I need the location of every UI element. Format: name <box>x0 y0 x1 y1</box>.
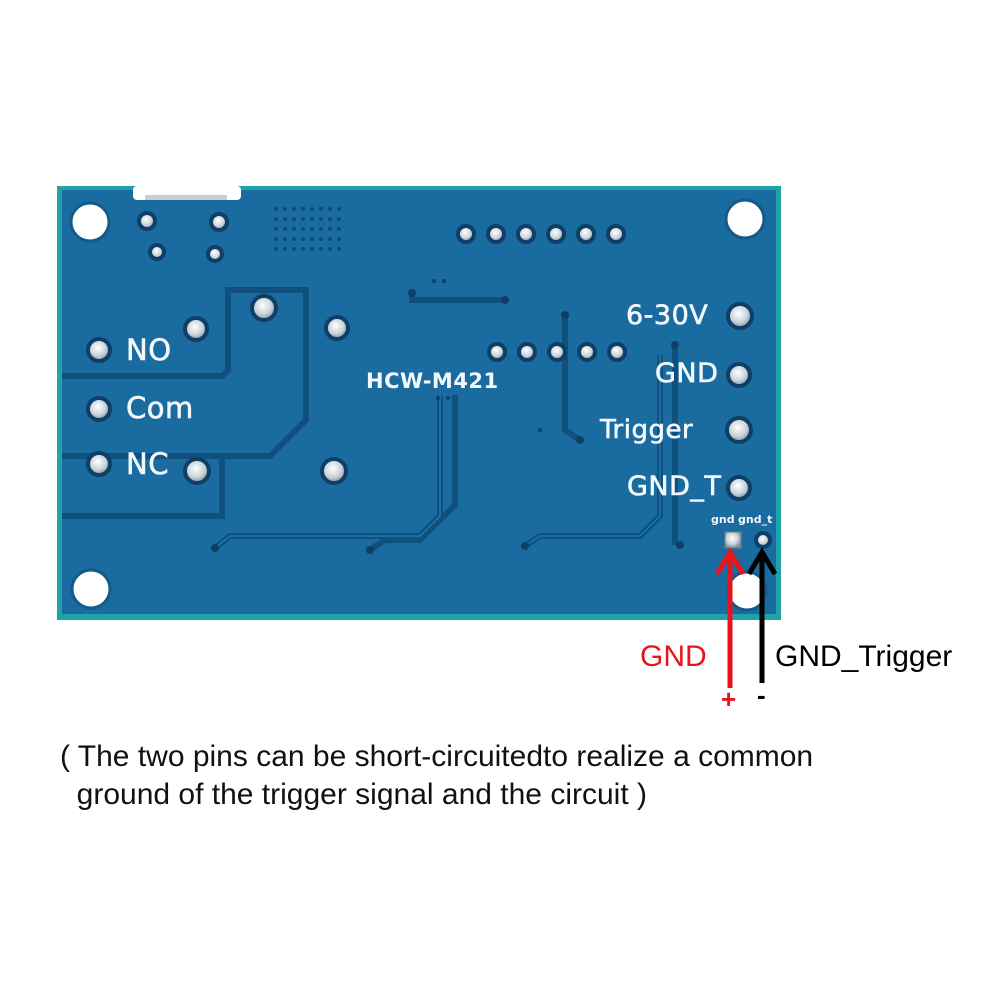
explanatory-note: ( The two pins can be short-circuitedto … <box>60 738 813 814</box>
label-6-30v: 6-30V <box>626 300 709 332</box>
plus-sign: + <box>721 684 737 714</box>
label-pad-gnd-t: gnd_t <box>738 513 773 526</box>
note-line-2: ground of the trigger signal and the cir… <box>60 778 647 811</box>
label-trigger: Trigger <box>600 415 694 446</box>
label-no: NO <box>126 333 172 368</box>
mount-hole-tl <box>69 201 111 243</box>
gnd-trigger-arrow <box>746 547 778 683</box>
label-gnd: GND <box>655 358 719 390</box>
mount-hole-bl <box>70 568 112 610</box>
callout-gnd: GND <box>640 640 707 673</box>
gnd-arrow <box>714 547 746 688</box>
label-com: Com <box>126 391 194 426</box>
label-pad-gnd: gnd <box>711 513 735 526</box>
note-line-1: ( The two pins can be short-circuitedto … <box>60 740 814 773</box>
callout-gnd-trigger: GND_Trigger <box>775 640 953 673</box>
label-gnd-t: GND_T <box>627 471 722 503</box>
label-nc: NC <box>126 447 169 482</box>
jumper-pad-gnd <box>724 531 742 549</box>
model-label: HCW-M421 <box>366 369 499 393</box>
mount-hole-tr <box>724 198 766 240</box>
minus-sign: - <box>757 680 766 710</box>
